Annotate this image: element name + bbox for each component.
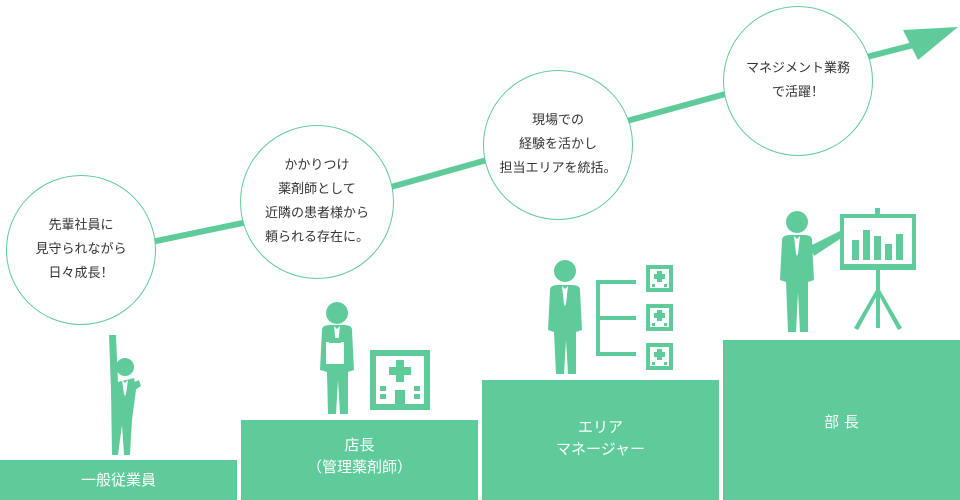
bubble-text: かかりつけ 薬剤師として 近隣の患者様から 頼られる存在に。 — [264, 158, 369, 245]
step-label-area-manager: エリア マネージャー — [556, 418, 645, 458]
step-bar-4 — [723, 340, 960, 500]
step-bar-3 — [482, 380, 719, 500]
bubble-department-manager: マネジメント業務 で活躍！ — [723, 6, 873, 156]
bubble-area-manager: 現場での 経験を活かし 担当エリアを統括。 — [483, 70, 633, 220]
presentation-board-icon — [840, 208, 916, 330]
person-presenting-icon — [780, 211, 849, 332]
bubble-text: マネジメント業務 で活躍！ — [745, 61, 850, 100]
hospital-building-icon — [646, 304, 673, 331]
person-icon — [548, 260, 582, 374]
hospital-building-icon — [370, 350, 430, 410]
step-bar-2 — [241, 420, 478, 500]
hospital-building-icon — [646, 343, 673, 370]
bubble-general-staff: 先輩社員に 見守られながら 日々成長！ — [6, 175, 156, 325]
branch-connector — [596, 280, 636, 356]
step-bar-1 — [0, 460, 237, 500]
step-label-department-manager: 部 長 — [824, 413, 859, 431]
bubble-text: 先輩社員に 見守られながら 日々成長！ — [35, 218, 127, 281]
hospital-building-icon — [646, 265, 673, 292]
bubble-store-manager: かかりつけ 薬剤師として 近隣の患者様から 頼られる存在に。 — [240, 125, 394, 279]
bubble-text: 現場での 経験を活かし 担当エリアを統括。 — [499, 113, 617, 176]
step-label-store-manager: 店長 （管理薬剤師） — [306, 436, 412, 476]
person-holding-clipboard-icon — [320, 302, 354, 414]
person-raising-hand-icon — [109, 335, 141, 455]
step-label-general-staff: 一般従業員 — [80, 471, 156, 489]
